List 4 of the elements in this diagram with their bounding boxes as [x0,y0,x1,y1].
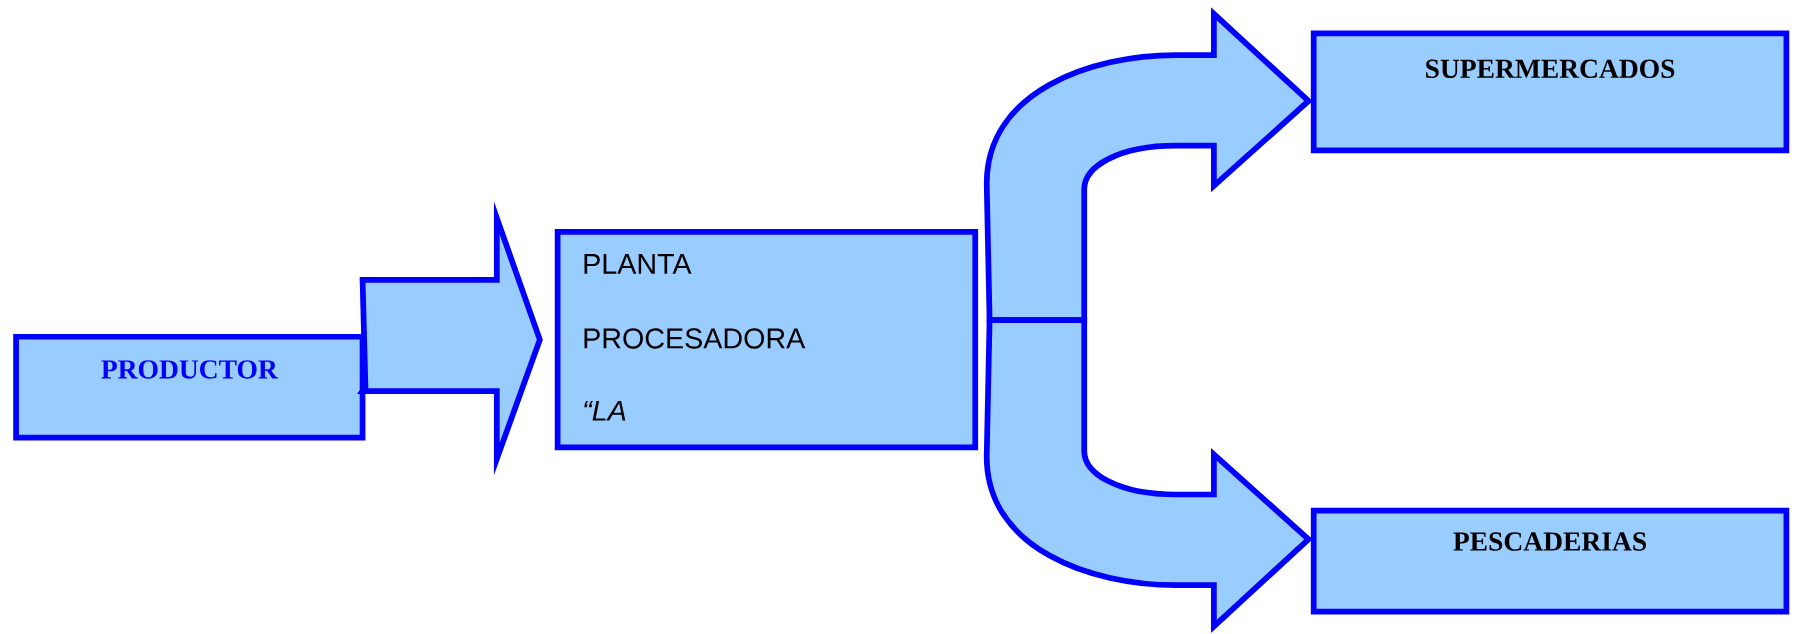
destination-box: PESCADERIAS [1310,507,1790,615]
destination-box: SUPERMERCADOS [1310,30,1790,153]
process-box: PLANTA PROCESADORA “LA [554,228,979,451]
source-box: PRODUCTOR [13,333,366,441]
